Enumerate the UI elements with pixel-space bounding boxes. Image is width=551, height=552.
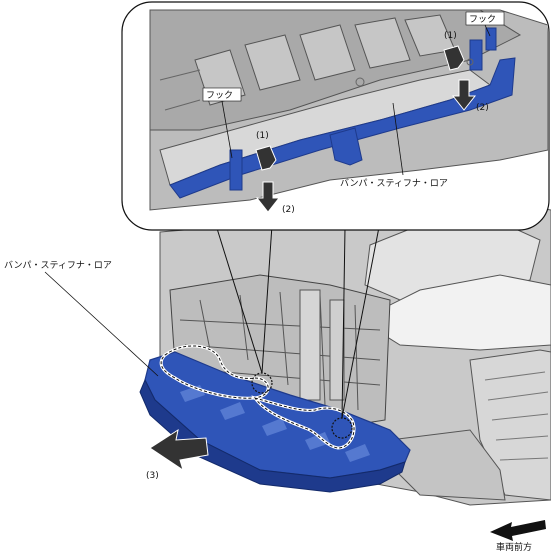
step1-label-right: (1) [444, 31, 457, 41]
part-name-inset: バンパ・スティフナ・ロア [340, 178, 448, 189]
step3-label: (3) [146, 471, 159, 481]
vehicle-front-label: 車両前方 [496, 541, 532, 552]
step1-label-left: (1) [256, 131, 269, 141]
bumper-stiffener-front-edge [139, 378, 406, 493]
vehicle-front-arrow [490, 520, 546, 541]
step2-label-right: (2) [476, 103, 489, 113]
hook-label-left: フック [206, 90, 233, 101]
down-arrow-left [255, 181, 281, 213]
part-name-main: バンパ・スティフナ・ロア [4, 260, 112, 271]
step2-label-left: (2) [282, 205, 295, 215]
headlamp-area [358, 274, 551, 351]
inset-detail-view: フック フック (1) (2) (1) (2) バンパ・スティフナ・ロア [121, 1, 550, 231]
wheel-arch-ribs [484, 371, 549, 461]
removal-arrow-step3 [149, 428, 209, 472]
hook-label-right: フック [469, 14, 496, 25]
callout-leaders [214, 221, 381, 419]
push-arrow-right [443, 45, 465, 71]
down-arrow-right [451, 79, 477, 111]
main-vehicle-view [139, 204, 551, 506]
push-arrow-left [255, 145, 277, 171]
